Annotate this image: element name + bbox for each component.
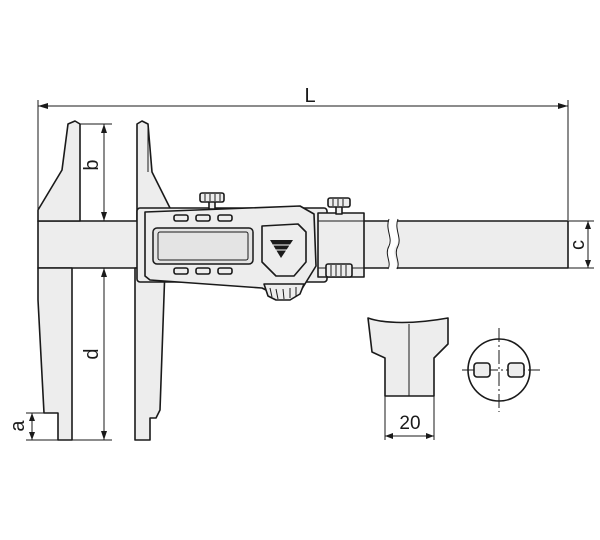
button-top-3: [217, 214, 233, 222]
dimension-d: d: [72, 267, 112, 441]
dimension-L-label: L: [304, 85, 315, 107]
dimension-a-label: a: [7, 420, 29, 432]
sliding-jaw: [134, 120, 173, 441]
dimension-d-label: d: [81, 348, 103, 359]
tip-width-label: 20: [399, 413, 420, 434]
lcd-screen: [152, 227, 254, 265]
locking-screw-left: [199, 192, 225, 210]
fine-adjust-wheel: [325, 263, 353, 278]
button-bottom-3: [217, 267, 233, 275]
button-top-2: [195, 214, 211, 222]
button-bottom-2: [195, 267, 211, 275]
button-bottom-1: [173, 267, 189, 275]
locking-screw-right: [327, 197, 351, 215]
display-housing: [144, 205, 317, 301]
dimension-L: L: [37, 85, 569, 220]
dimension-a: a: [7, 412, 58, 441]
dimension-c: c: [567, 220, 594, 269]
dimension-c-label: c: [567, 240, 589, 250]
jaw-tip-detail: 20: [367, 317, 449, 440]
button-top-1: [173, 214, 189, 222]
dimension-b: b: [80, 123, 112, 222]
dimension-b-label: b: [81, 159, 103, 170]
cross-section-detail: [462, 328, 540, 412]
fixed-jaw: [37, 120, 81, 441]
thumb-roller: [263, 283, 305, 301]
